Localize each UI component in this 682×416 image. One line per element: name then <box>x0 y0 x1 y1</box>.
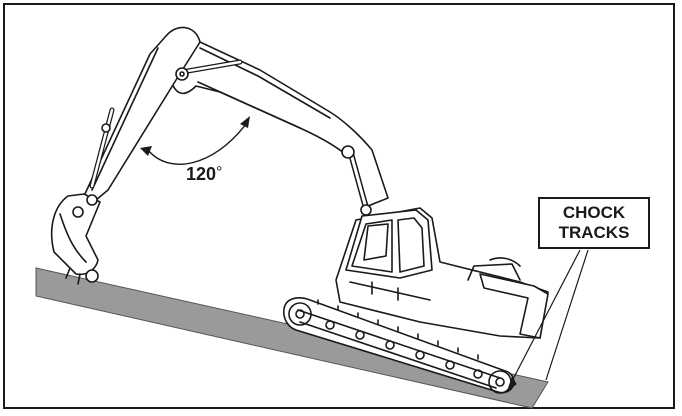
excavator-icon <box>50 26 549 394</box>
callout-line-2: TRACKS <box>558 223 630 242</box>
angle-arc-icon <box>140 116 250 165</box>
callout-line-1: CHOCK <box>562 203 626 222</box>
angle-value: 120 <box>186 164 217 184</box>
angle-label: 120° <box>186 164 222 185</box>
chock-tracks-callout: CHOCK TRACKS <box>538 197 650 249</box>
figure-frame <box>3 3 675 409</box>
angle-unit: ° <box>216 164 223 181</box>
leader-line-icon <box>506 249 589 392</box>
